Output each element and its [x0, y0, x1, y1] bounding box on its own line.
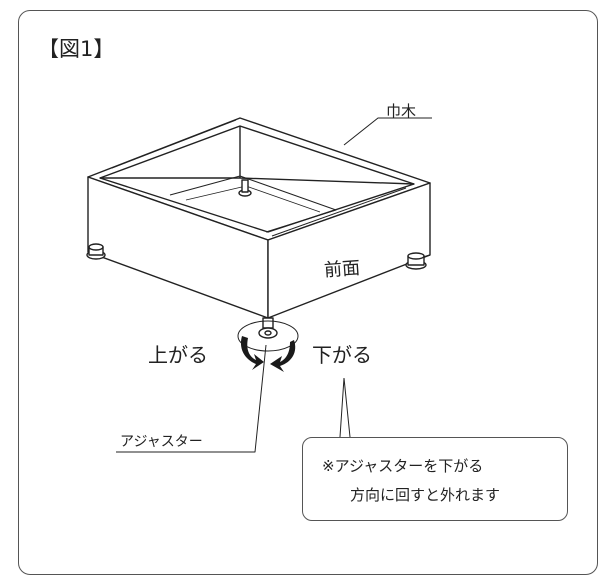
note-line-1: ※アジャスターを下がる [322, 457, 484, 475]
note-callout [302, 437, 568, 521]
box-inner-floor [169, 175, 337, 233]
lower-label: 下がる [312, 343, 372, 367]
rotation-ring [237, 320, 299, 352]
front-adjuster [258, 317, 278, 339]
rotate-down-arrow [270, 340, 296, 372]
note-pointer [339, 377, 351, 438]
box-inner-wall [100, 126, 415, 185]
adjuster-label: アジャスター [120, 434, 203, 450]
right-adjuster-foot [405, 252, 427, 270]
front-label: 前面 [323, 257, 361, 282]
left-adjuster-foot [86, 243, 106, 260]
note-line-2: 方向に回すと外れます [350, 486, 501, 504]
raise-label: 上がる [148, 343, 208, 367]
habaki-label: 巾木 [386, 102, 417, 120]
figure-title: 【図1】 [38, 37, 115, 61]
adjuster-leader [116, 344, 267, 453]
habaki-leader [343, 117, 432, 146]
rotate-up-arrow [240, 336, 264, 370]
